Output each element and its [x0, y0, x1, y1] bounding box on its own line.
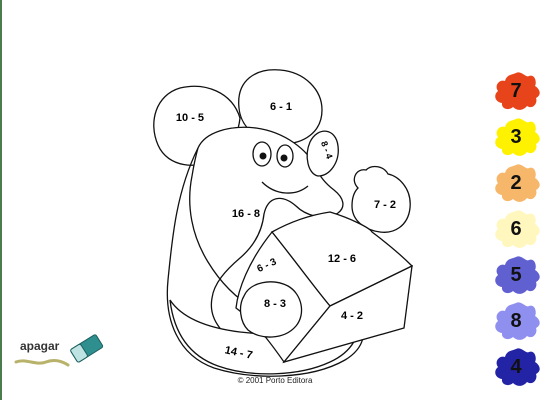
- swatch-value-2: 2: [510, 172, 522, 194]
- splat-icon: [495, 210, 540, 248]
- swatch-2[interactable]: 2: [490, 162, 542, 204]
- swatch-6[interactable]: 6: [490, 208, 542, 250]
- eraser-button[interactable]: apagar: [12, 330, 107, 380]
- eyes: [252, 141, 294, 168]
- label-body: 16 - 8: [232, 208, 260, 220]
- label-belly: 14 - 7: [224, 344, 254, 362]
- swatch-4[interactable]: 4: [490, 346, 542, 388]
- swatch-8[interactable]: 8: [490, 300, 542, 342]
- splat-icon: [495, 348, 540, 386]
- label-hand: 7 - 2: [374, 199, 396, 211]
- region-box-right[interactable]: [282, 264, 413, 364]
- copyright: © 2001 Porto Editora: [237, 376, 313, 385]
- region-hand[interactable]: [351, 165, 411, 233]
- swatch-3[interactable]: 3: [490, 116, 542, 158]
- region-cheek[interactable]: [306, 130, 339, 177]
- swatch-value-7: 7: [510, 80, 522, 102]
- label-paw: 8 - 3: [264, 298, 286, 310]
- body-outline: [166, 147, 365, 377]
- swatch-value-5: 5: [510, 264, 522, 286]
- splat-icon: [495, 72, 540, 110]
- eraser-icon: [14, 334, 104, 367]
- swatch-value-3: 3: [510, 126, 522, 148]
- label-box-top: 12 - 6: [328, 253, 356, 265]
- swatch-value-8: 8: [510, 310, 522, 332]
- region-body[interactable]: [189, 126, 359, 351]
- splat-icon: [495, 302, 540, 340]
- label-ear-left: 10 - 5: [176, 112, 204, 124]
- eraser-label: apagar: [20, 339, 60, 353]
- label-box-right: 4 - 2: [341, 310, 363, 322]
- swatch-value-6: 6: [510, 218, 522, 240]
- swatch-value-4: 4: [510, 356, 522, 378]
- swatch-5[interactable]: 5: [490, 254, 542, 296]
- splat-icon: [495, 118, 540, 156]
- region-paw[interactable]: [239, 281, 303, 338]
- swatch-7[interactable]: 7: [490, 70, 542, 112]
- splat-icon: [495, 256, 540, 294]
- left-border: [0, 0, 2, 400]
- splat-icon: [495, 164, 540, 202]
- label-ear-right: 6 - 1: [270, 101, 292, 113]
- smile: [261, 181, 309, 194]
